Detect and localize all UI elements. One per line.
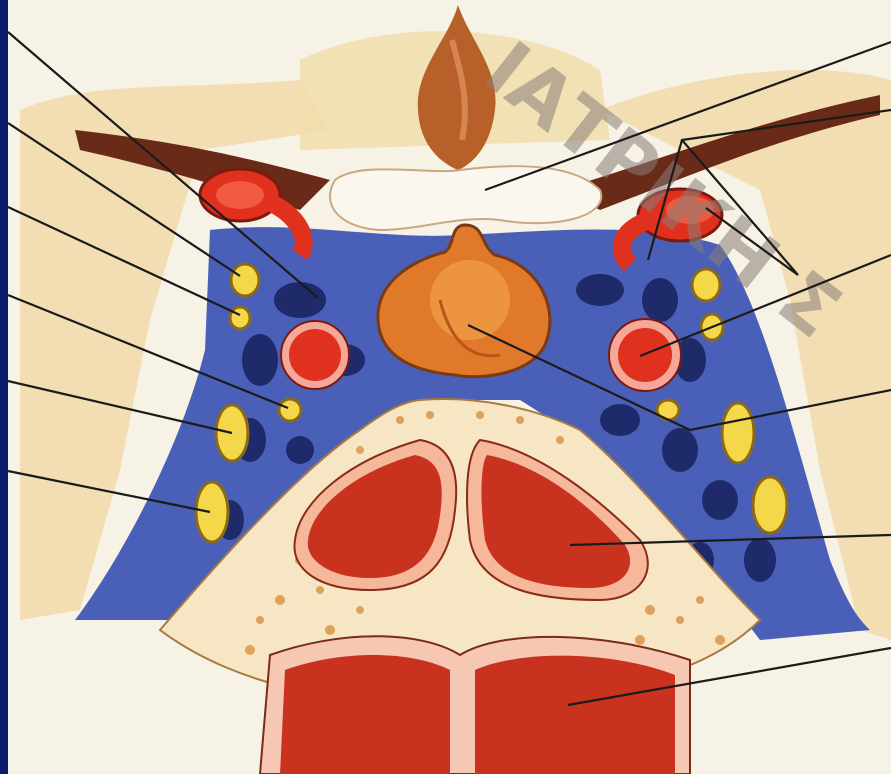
nasal-cavity: [260, 636, 690, 774]
diaphragm-white: [330, 166, 601, 230]
